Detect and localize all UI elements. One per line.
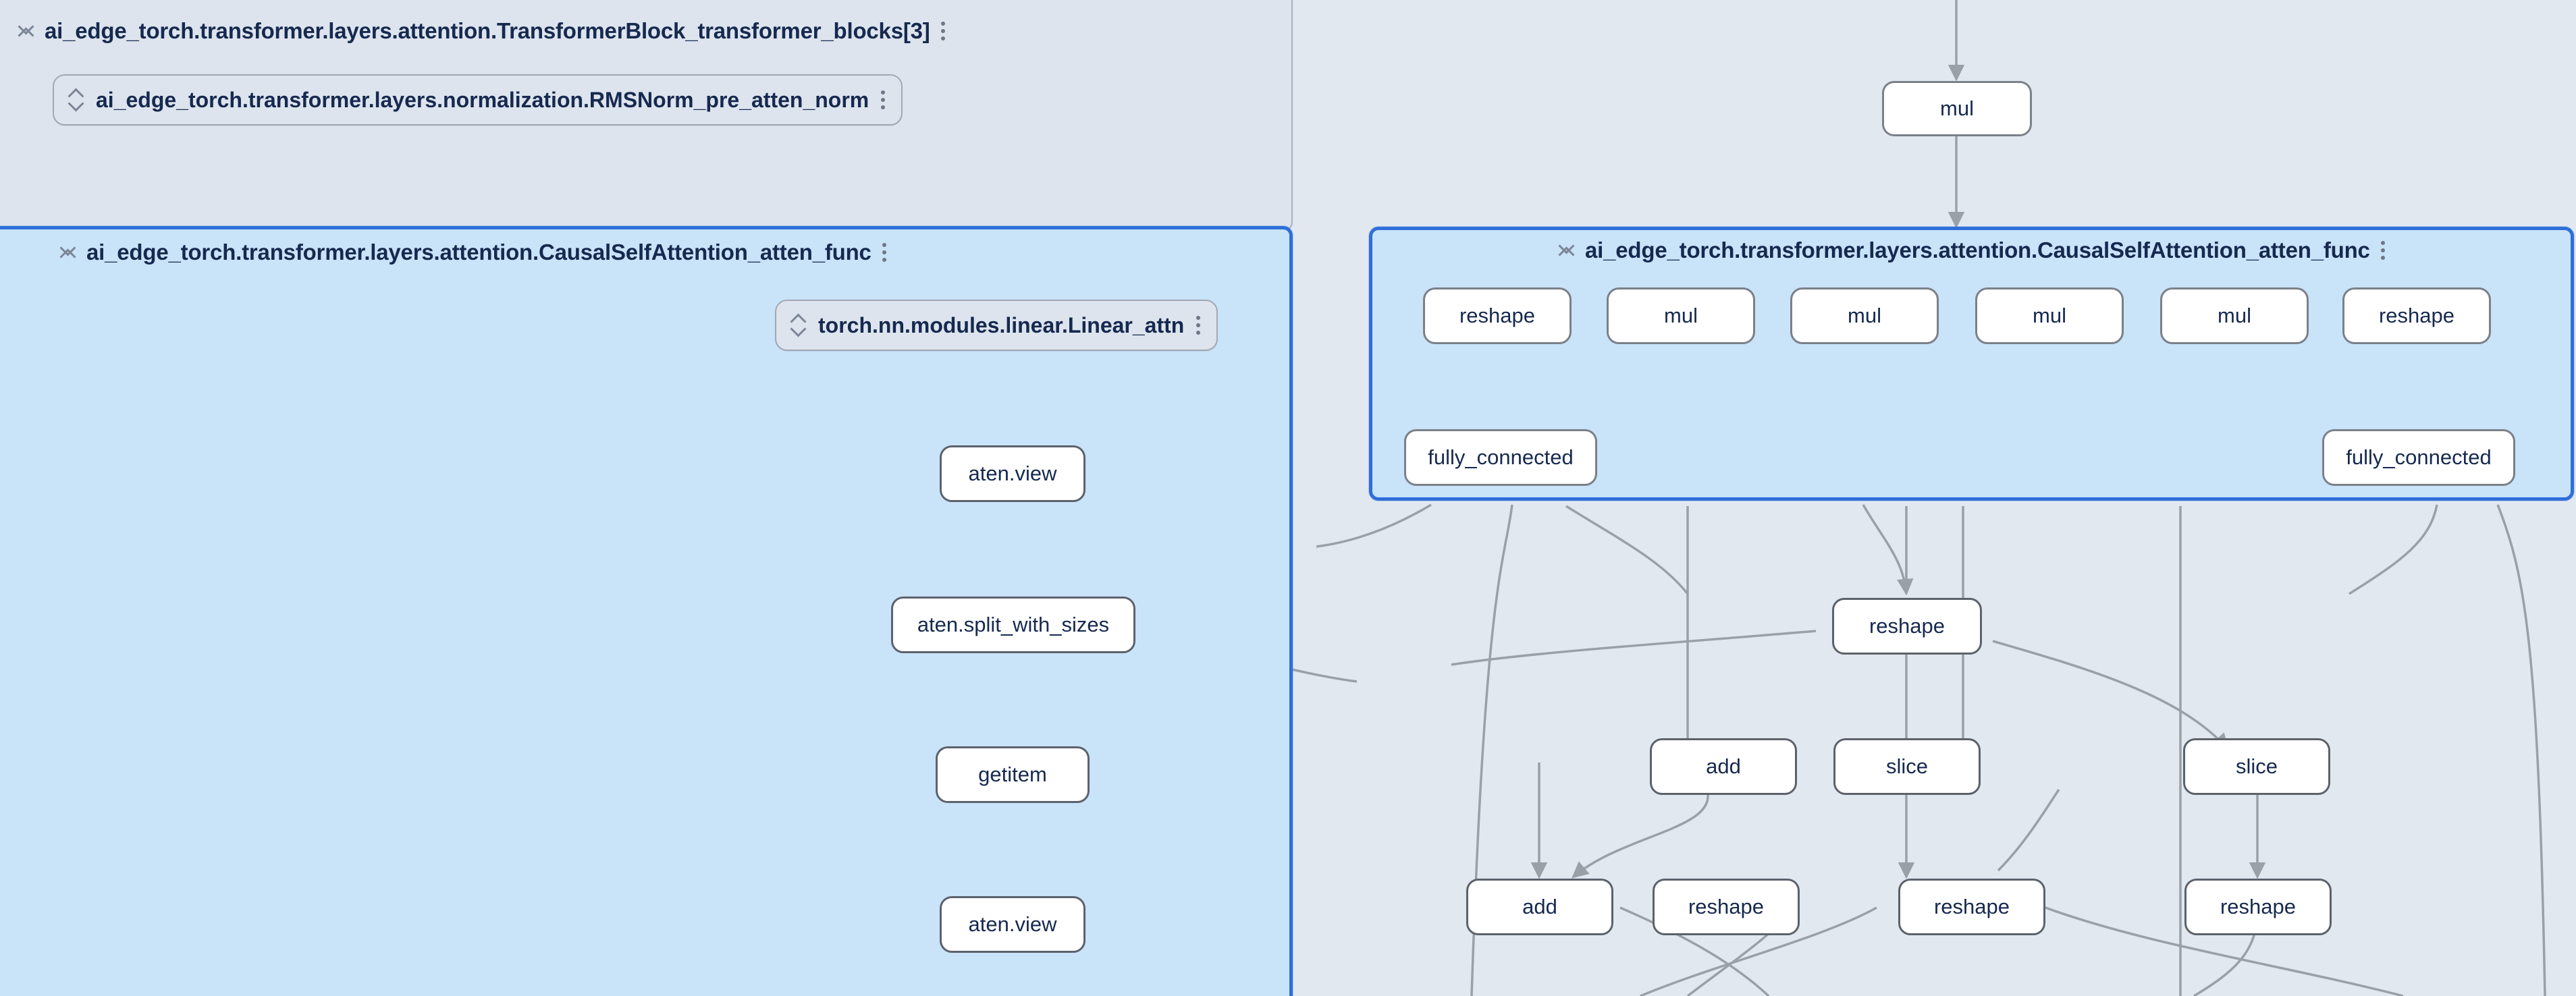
group-title-label: ai_edge_torch.transformer.layers.attenti… xyxy=(1585,238,2370,262)
node-slice[interactable]: slice xyxy=(2183,738,2330,795)
node-reshape[interactable]: reshape xyxy=(1898,879,2045,935)
node-reshape[interactable]: reshape xyxy=(2184,879,2332,935)
node-aten-view[interactable]: aten.view xyxy=(940,896,1085,953)
node-label: getitem xyxy=(978,763,1047,786)
node-label: reshape xyxy=(2220,895,2297,918)
node-label: reshape xyxy=(1933,895,2010,918)
module-pill-label: ai_edge_torch.transformer.layers.normali… xyxy=(96,87,869,112)
node-slice[interactable]: slice xyxy=(1833,738,1981,795)
kebab-menu-icon[interactable] xyxy=(940,20,946,42)
node-label: reshape xyxy=(2378,304,2455,327)
module-pill-label: torch.nn.modules.linear.Linear_attn xyxy=(818,312,1185,337)
module-pill-rmsnorm-pre-atten-norm[interactable]: ai_edge_torch.transformer.layers.normali… xyxy=(53,74,903,126)
node-aten-view[interactable]: aten.view xyxy=(940,445,1085,502)
collapse-icon[interactable] xyxy=(19,20,34,43)
kebab-menu-icon[interactable] xyxy=(2380,240,2386,261)
node-fully-connected[interactable]: fully_connected xyxy=(1404,429,1597,486)
node-label: slice xyxy=(1885,754,1928,778)
group-title-label: ai_edge_torch.transformer.layers.attenti… xyxy=(45,18,930,43)
node-label: reshape xyxy=(1688,895,1765,918)
node-label: mul xyxy=(2218,304,2251,327)
group-title-causal-self-attention-right[interactable]: ai_edge_torch.transformer.layers.attenti… xyxy=(1559,238,2386,263)
node-label: mul xyxy=(1848,304,1881,327)
node-mul[interactable]: mul xyxy=(1882,81,2032,136)
group-title-causal-self-attention-left[interactable]: ai_edge_torch.transformer.layers.attenti… xyxy=(61,240,888,265)
node-reshape[interactable]: reshape xyxy=(1423,287,1572,344)
node-getitem[interactable]: getitem xyxy=(936,746,1090,803)
node-aten-split-with-sizes[interactable]: aten.split_with_sizes xyxy=(891,597,1135,653)
node-add[interactable]: add xyxy=(1466,879,1613,935)
node-reshape[interactable]: reshape xyxy=(2342,287,2491,344)
collapse-icon[interactable] xyxy=(1559,239,1574,262)
node-label: reshape xyxy=(1869,614,1946,638)
node-label: aten.view xyxy=(968,462,1057,485)
kebab-menu-icon[interactable] xyxy=(881,89,886,111)
node-label: reshape xyxy=(1459,304,1536,327)
node-mul[interactable]: mul xyxy=(1790,287,1939,344)
node-label: aten.split_with_sizes xyxy=(917,613,1110,636)
expand-collapse-icon[interactable] xyxy=(791,314,806,337)
node-label: aten.view xyxy=(968,912,1057,936)
node-fully-connected[interactable]: fully_connected xyxy=(2322,429,2515,486)
node-reshape[interactable]: reshape xyxy=(1832,598,1982,655)
node-label: slice xyxy=(2235,754,2278,778)
node-label: add xyxy=(1522,895,1557,918)
kebab-menu-icon[interactable] xyxy=(882,242,888,263)
kebab-menu-icon[interactable] xyxy=(1196,314,1202,336)
node-add[interactable]: add xyxy=(1650,738,1797,795)
node-label: fully_connected xyxy=(2346,445,2492,469)
group-title-transformer-block[interactable]: ai_edge_torch.transformer.layers.attenti… xyxy=(19,18,946,44)
node-reshape[interactable]: reshape xyxy=(1653,879,1800,935)
node-label: mul xyxy=(1940,96,1974,120)
node-label: mul xyxy=(1664,304,1698,327)
module-pill-linear-attn[interactable]: torch.nn.modules.linear.Linear_attn xyxy=(775,300,1218,351)
group-title-label: ai_edge_torch.transformer.layers.attenti… xyxy=(86,240,871,265)
node-label: fully_connected xyxy=(1428,445,1574,469)
node-mul[interactable]: mul xyxy=(2160,287,2309,344)
node-mul[interactable]: mul xyxy=(1975,287,2124,344)
node-label: mul xyxy=(2033,304,2066,327)
node-mul[interactable]: mul xyxy=(1607,287,1755,344)
collapse-icon[interactable] xyxy=(61,241,76,264)
expand-collapse-icon[interactable] xyxy=(69,88,84,111)
node-label: add xyxy=(1706,754,1741,778)
